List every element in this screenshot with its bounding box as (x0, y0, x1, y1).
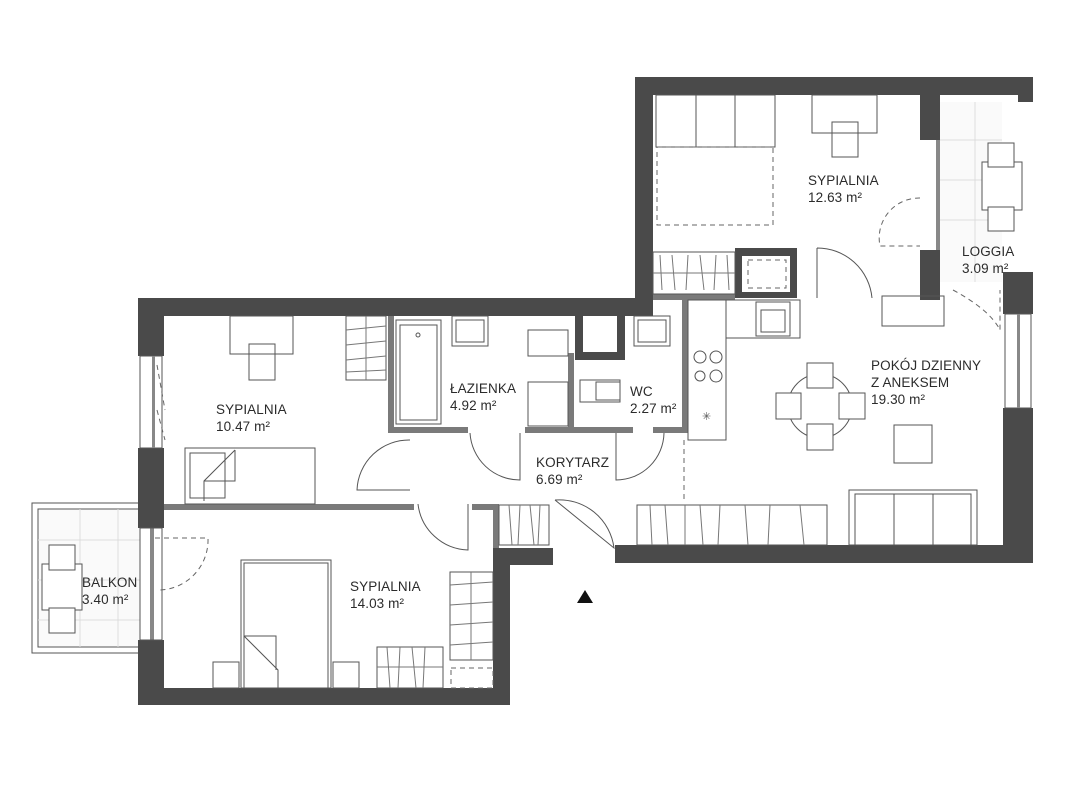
room-area: 10.47 m² (216, 419, 271, 434)
svg-text:✳: ✳ (702, 410, 711, 423)
room-bedroom-2: SYPIALNIA 10.47 m² (216, 401, 287, 435)
room-area: 14.03 m² (350, 596, 405, 611)
windows (139, 140, 1032, 641)
room-bedroom-3: SYPIALNIA 14.03 m² (350, 578, 421, 612)
entrance-triangle (577, 590, 593, 603)
room-area: 3.40 m² (82, 592, 129, 607)
room-bedroom-1: SYPIALNIA 12.63 m² (808, 172, 879, 206)
room-loggia: LOGGIA 3.09 m² (962, 243, 1014, 277)
interior-walls (164, 294, 735, 548)
room-living-kitchen: POKÓJ DZIENNY Z ANEKSEM 19.30 m² (871, 357, 981, 408)
room-balcony: BALKON 3.40 m² (82, 574, 137, 608)
doors (356, 432, 665, 551)
loggia (940, 102, 1023, 282)
room-area: 6.69 m² (536, 472, 583, 487)
room-area: 3.09 m² (962, 261, 1009, 276)
exterior-walls (138, 77, 1033, 705)
room-name-2: Z ANEKSEM (871, 375, 950, 390)
room-name: SYPIALNIA (808, 173, 879, 188)
room-name: WC (630, 384, 653, 399)
room-area: 4.92 m² (450, 398, 497, 413)
furniture: ✳ (155, 94, 1001, 689)
room-corridor: KORYTARZ 6.69 m² (536, 454, 609, 488)
room-bathroom: ŁAZIENKA 4.92 m² (450, 380, 516, 414)
room-name: POKÓJ DZIENNY (871, 358, 982, 373)
room-name: BALKON (82, 575, 138, 590)
room-name: KORYTARZ (536, 455, 610, 470)
room-name: LOGGIA (962, 244, 1015, 259)
room-area: 2.27 m² (630, 401, 677, 416)
balcony (31, 502, 141, 654)
room-name: SYPIALNIA (216, 402, 287, 417)
room-name: SYPIALNIA (350, 579, 421, 594)
room-wc: WC 2.27 m² (630, 383, 676, 417)
room-name: ŁAZIENKA (450, 381, 517, 396)
room-area: 19.30 m² (871, 392, 926, 407)
room-area: 12.63 m² (808, 190, 863, 205)
